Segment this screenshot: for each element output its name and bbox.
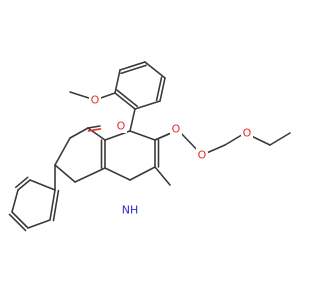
ester-ether-oxygen-label: O [198, 149, 207, 162]
phenyl-ring-bond [11, 211, 29, 229]
ester-carbonyl-oxygen-label: O [172, 123, 181, 136]
phenyl-ring-bond [17, 179, 31, 191]
ring-bond [104, 167, 131, 181]
phenyl-ring-bond [11, 189, 19, 213]
anisole-ring-bond [144, 61, 166, 79]
methoxy-oxygen-label: O [91, 94, 100, 107]
anisole-double-bond [155, 76, 163, 102]
phenyl-double-bond [14, 176, 29, 189]
ketone-bond [87, 125, 101, 129]
ester-carbonyl-oxygen-atom: O [170, 122, 182, 136]
anisole-ring-bond [134, 100, 161, 110]
methoxy-oxygen-atom: O [89, 93, 101, 107]
ring-bond [129, 130, 156, 141]
methyl-bond [154, 166, 171, 186]
ethoxy-oxygen-label: O [243, 127, 252, 140]
phenyl-ring-bond [29, 179, 56, 191]
ring-bond [69, 127, 89, 139]
ketone-double-bond [87, 128, 102, 132]
anisole-ring-bond [159, 77, 166, 102]
phenyl-ring-bond [49, 189, 56, 221]
ethoxy-oxygen-atom: O [241, 126, 253, 140]
ring-bond [129, 166, 156, 181]
phenyl-ring-bond [27, 219, 51, 229]
ketone-oxygen-atom: O [115, 119, 127, 133]
anisole-double-bond [116, 89, 138, 108]
ring-bond [74, 167, 106, 183]
bond-layer [8, 61, 291, 232]
anisole-double-bond [120, 64, 147, 75]
ring-bond [54, 137, 71, 166]
amine-nh-atom: NH [120, 202, 140, 217]
amine-nh-label: NH [122, 204, 139, 217]
ester-ether-oxygen-atom: O [196, 148, 208, 162]
anisole-ring-bond [114, 92, 136, 110]
phenyl-double-bond [8, 213, 27, 232]
phenyl-double-bond [52, 189, 60, 222]
anisole-ring-bond [119, 61, 146, 71]
ethoxyethyl-bond [269, 132, 291, 146]
atom-label-layer: O O O O O NH [89, 93, 253, 217]
aryl-c4-bond [129, 108, 136, 132]
anisole-ring-bond [114, 69, 121, 94]
ring-bond [54, 164, 76, 183]
ketone-oxygen-label: O [117, 120, 126, 133]
molecule-structure: O O O O O NH [8, 61, 291, 232]
